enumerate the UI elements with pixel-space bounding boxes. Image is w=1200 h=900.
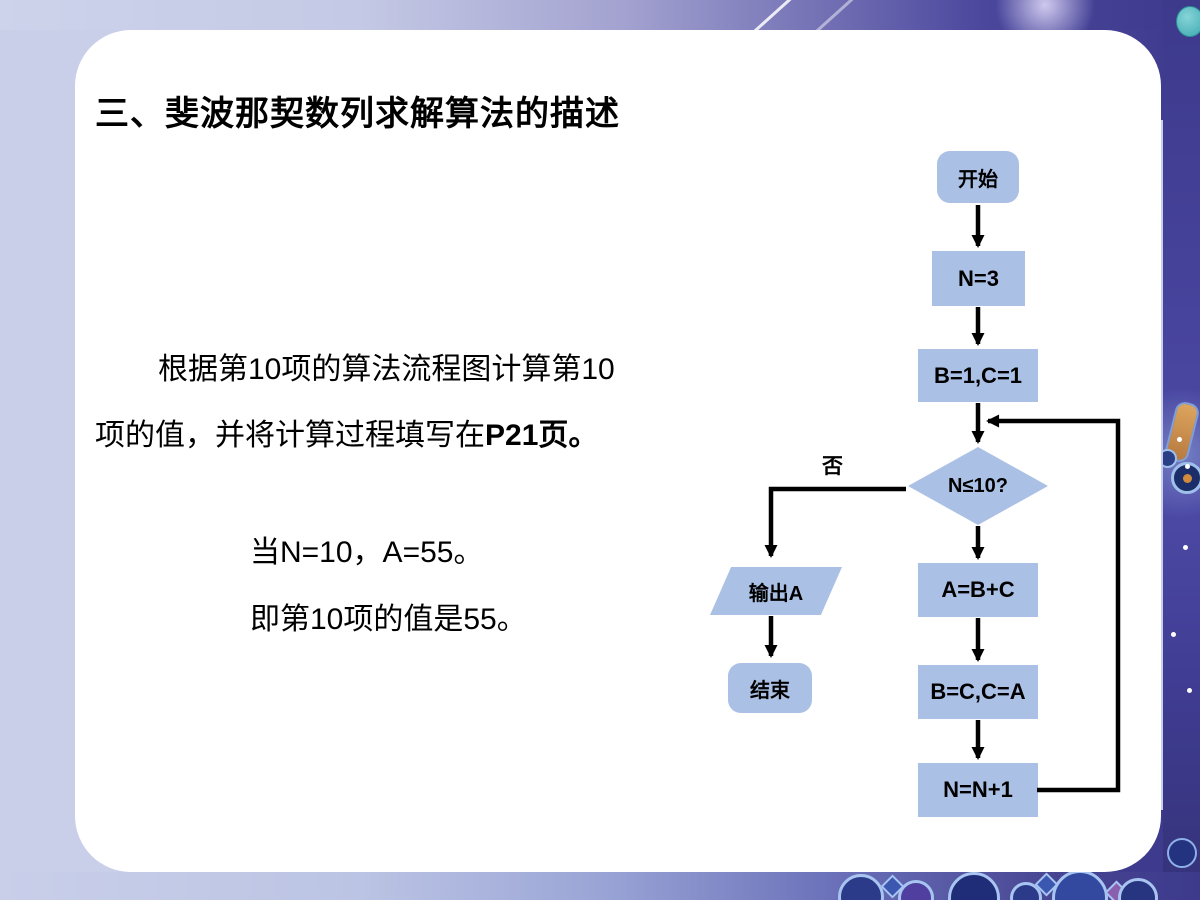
no-branch-label: 否: [822, 455, 843, 478]
gear-icon: [1171, 462, 1200, 494]
gear-hub-decoration: [1182, 473, 1192, 483]
flowchart-b1c1-node: B=1,C=1: [918, 349, 1038, 402]
dot-decoration: [1177, 437, 1182, 442]
circle-decoration: [1167, 838, 1197, 868]
dot-decoration: [1187, 688, 1192, 693]
flowchart-n3-node: N=3: [932, 251, 1025, 306]
body-text-line-3: 当N=10，A=55。: [250, 536, 484, 569]
teal-ellipse-decoration: [1176, 6, 1200, 37]
body-text-line-2-bold: P21页。: [485, 419, 599, 452]
gear-icon: [1163, 449, 1177, 468]
gear-icon: [948, 872, 1000, 900]
flowchart-abc-node: A=B+C: [918, 563, 1038, 617]
body-text-line-4: 即第10项的值是55。: [250, 603, 527, 636]
dot-decoration: [1171, 632, 1176, 637]
right-decor-strip: [1163, 0, 1200, 900]
flowchart-nn1-node: N=N+1: [918, 763, 1038, 817]
flowchart-start-node: 开始: [937, 151, 1019, 203]
bottom-decor-strip: [0, 872, 1200, 900]
top-gradient-band: [0, 0, 1200, 55]
page-title: 三、斐波那契数列求解算法的描述: [95, 95, 620, 133]
body-text-line-2-normal: 项的值，并将计算过程填写在: [95, 419, 485, 452]
flowchart-bcca-node: B=C,C=A: [918, 665, 1038, 719]
flowchart-output-parallelogram: 输出A: [710, 567, 842, 615]
gear-icon: [898, 880, 934, 900]
dot-decoration: [1183, 545, 1188, 550]
gear-icon: [1118, 878, 1158, 900]
body-text-line-2: 项的值，并将计算过程填写在P21页。: [95, 410, 598, 454]
body-text-line-1: 根据第10项的算法流程图计算第10: [158, 353, 615, 386]
gear-icon: [1052, 872, 1108, 900]
flowchart-end-node: 结束: [728, 663, 812, 713]
gear-icon: [838, 874, 884, 900]
dot-decoration: [1185, 464, 1190, 469]
